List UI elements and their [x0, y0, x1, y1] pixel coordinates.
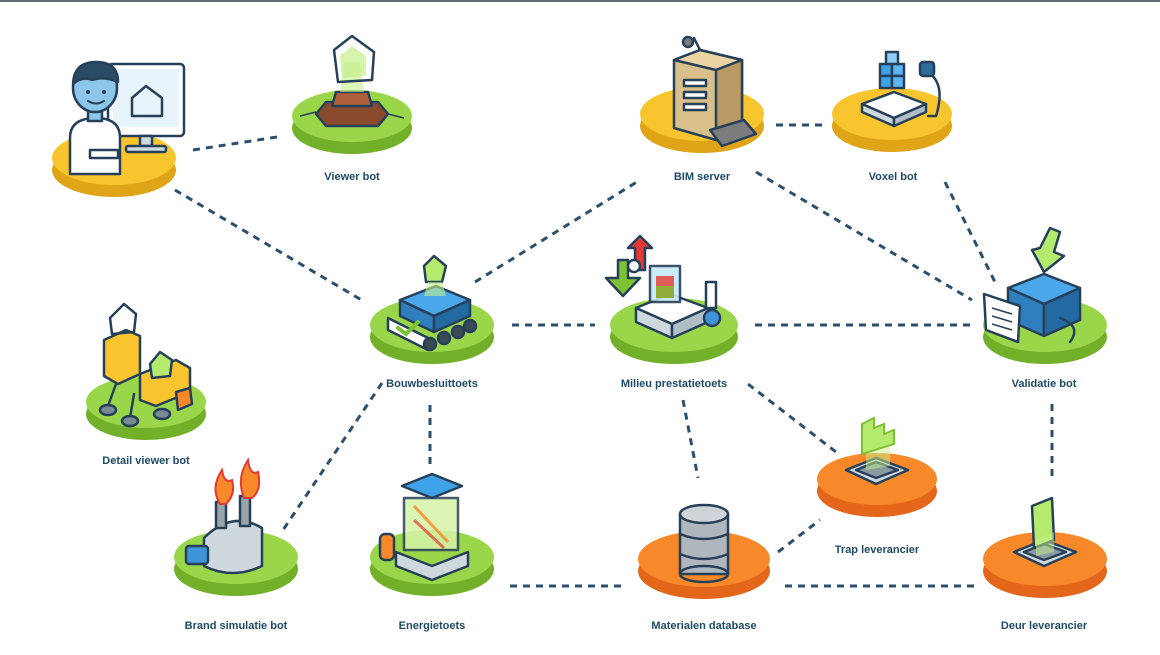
connector-bouw-bim	[474, 178, 641, 284]
tracked-rover-icon	[386, 254, 478, 352]
node-label-detail: Detail viewer bot	[102, 455, 190, 467]
door-hologram-icon	[1012, 496, 1078, 568]
connector-voxel-validatie	[943, 181, 997, 283]
fire-simulator-icon	[184, 457, 264, 575]
voxel-scanner-icon	[860, 50, 941, 128]
house-hologram-icon	[299, 34, 405, 128]
database-icon	[678, 503, 730, 584]
scale-with-arrows-icon	[604, 234, 722, 340]
connectors	[174, 123, 1054, 588]
connector-bim-validatie	[755, 170, 973, 302]
node-label-trap: Trap leverancier	[834, 544, 920, 556]
connector-user-viewer	[192, 135, 278, 152]
node-label-brand: Brand simulatie bot	[184, 620, 288, 632]
connector-materialen-trap	[777, 518, 821, 554]
node-label-bouw: Bouwbesluittoets	[386, 378, 478, 390]
connector-user-bouw	[174, 188, 366, 304]
node-label-milieu: Milieu prestatietoets	[620, 378, 728, 390]
node-label-validatie: Validatie bot	[1011, 378, 1077, 390]
server-tower-icon	[672, 35, 758, 148]
node-label-materialen: Materialen database	[651, 620, 757, 632]
connector-bouw-brand	[281, 382, 384, 531]
stairs-hologram-icon	[844, 416, 910, 486]
solar-tank-icon	[378, 472, 470, 582]
user-at-computer-icon	[68, 60, 186, 176]
node-label-viewer: Viewer bot	[324, 171, 380, 183]
node-label-bim: BIM server	[673, 171, 731, 183]
connector-milieu-trap	[747, 382, 837, 454]
node-label-energie: Energietoets	[398, 620, 466, 632]
walker-robot-icon	[98, 302, 194, 428]
node-label-voxel: Voxel bot	[868, 171, 918, 183]
top-border	[0, 0, 1160, 2]
robot-with-checklist-icon	[982, 226, 1082, 344]
connector-milieu-materialen	[681, 399, 700, 479]
node-label-deur: Deur leverancier	[1000, 620, 1088, 632]
platforms	[52, 87, 1107, 599]
